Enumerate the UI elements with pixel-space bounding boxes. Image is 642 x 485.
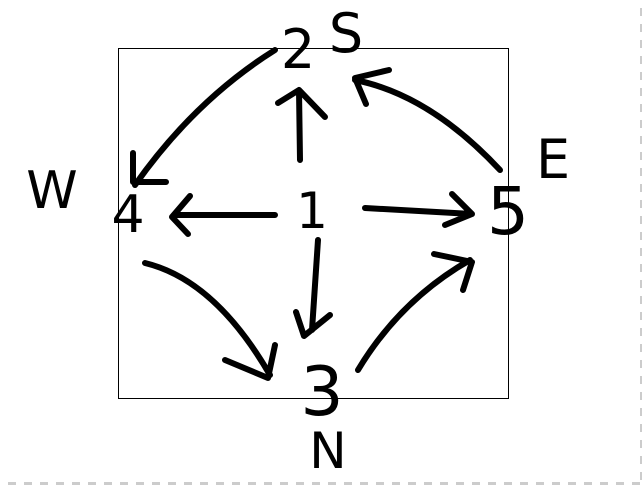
- node-label-2: 2: [281, 18, 315, 81]
- arrow-1-to-4: [169, 193, 278, 237]
- arrow-3-to-5: [355, 251, 475, 373]
- direction-label-north: N: [309, 422, 346, 480]
- arrow-1-to-5: [362, 191, 475, 228]
- arrow-5-to-2: [352, 67, 503, 173]
- node-label-4: 4: [111, 185, 144, 245]
- arrow-1-to-3: [293, 237, 333, 339]
- direction-label-west: W: [26, 161, 77, 221]
- arrow-2-to-4: [130, 47, 278, 188]
- node-label-1: 1: [296, 182, 328, 240]
- square-outline: [118, 48, 509, 399]
- node-label-3: 3: [300, 353, 343, 432]
- node-label-5: 5: [487, 173, 529, 250]
- arrow-4-to-3: [142, 260, 278, 381]
- direction-label-south: S: [329, 2, 363, 65]
- direction-label-east: E: [536, 128, 570, 191]
- arrow-1-to-2: [275, 87, 328, 163]
